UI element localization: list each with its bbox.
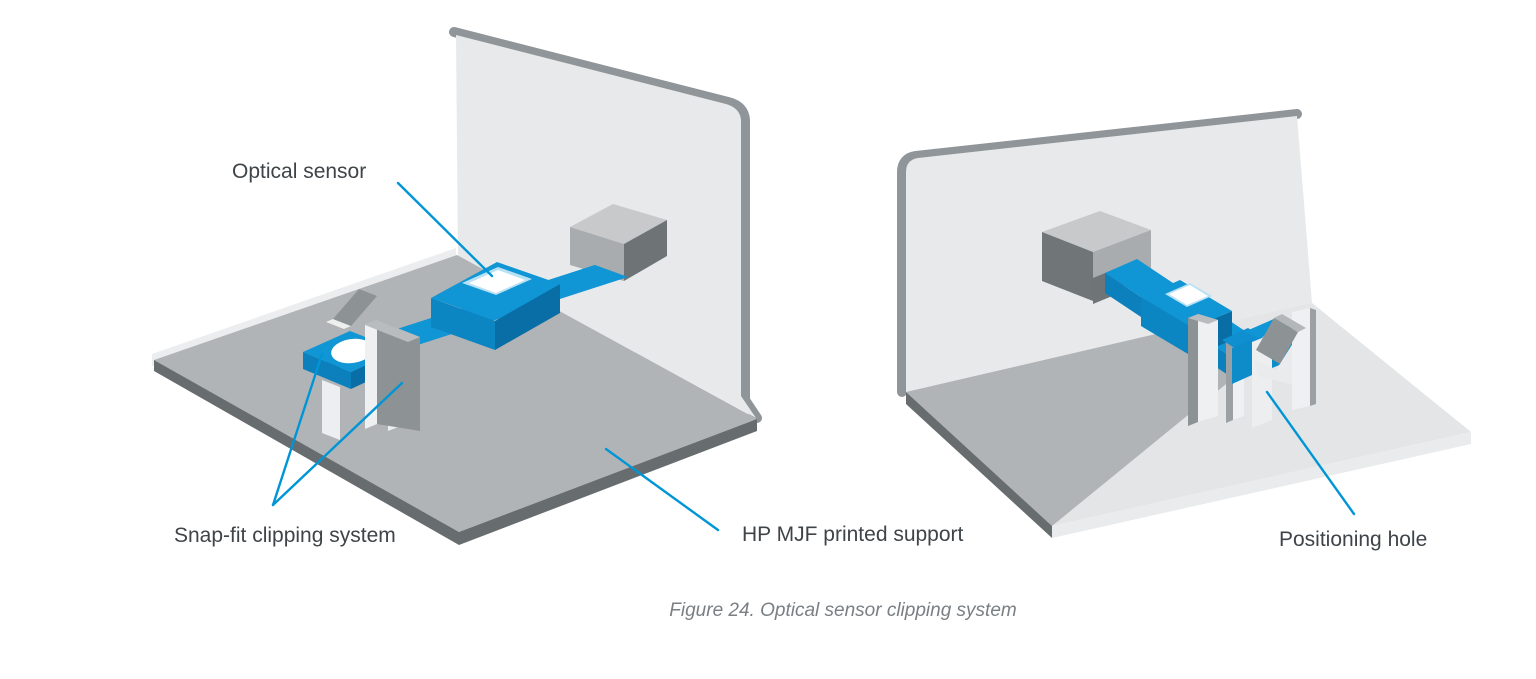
leader-lines: [271, 181, 720, 532]
leader-lines: [1265, 390, 1356, 516]
clip-back-wedge: [333, 289, 377, 326]
floor-front-left-edge: [906, 392, 1052, 538]
sensor-window: [469, 270, 525, 293]
clip-front-post: [1198, 314, 1218, 422]
wall-mounting-cube: [570, 204, 667, 281]
floor-shadow: [906, 321, 1258, 526]
leader-line-optical-sensor: [396, 181, 494, 278]
clip-back-wedge: [1256, 318, 1298, 364]
snap-fit-clip-assembly: [303, 289, 420, 440]
positioning-hole-channel: [1252, 334, 1272, 428]
leader-line-positioning-hole: [1265, 390, 1356, 516]
clip-leg: [322, 380, 340, 440]
left-illustration: [152, 27, 762, 545]
wall-edge: [897, 109, 1302, 397]
printed-support-floor: [152, 248, 757, 545]
clip-front-post: [377, 320, 420, 431]
leader-line-hp-mjf: [604, 447, 720, 532]
label-positioning-hole: Positioning hole: [1279, 528, 1428, 551]
clip-hole: [331, 338, 373, 364]
label-hp-mjf-printed-support: HP MJF printed support: [742, 523, 964, 546]
label-snap-fit-clipping-system: Snap-fit clipping system: [174, 524, 396, 547]
leader-line-snap-fit-2: [271, 381, 404, 507]
snap-fit-clip-assembly: [1188, 308, 1316, 428]
right-illustration: [897, 109, 1471, 538]
leader-line-snap-fit-1: [271, 352, 324, 507]
floor-front-right-edge: [1052, 432, 1471, 538]
optical-sensor-body: [431, 262, 560, 350]
figure-caption: Figure 24. Optical sensor clipping syste…: [669, 600, 1017, 621]
wall-edge: [449, 27, 762, 423]
label-optical-sensor: Optical sensor: [232, 160, 367, 183]
floor-top: [154, 255, 757, 532]
sensor-window: [1169, 285, 1208, 305]
